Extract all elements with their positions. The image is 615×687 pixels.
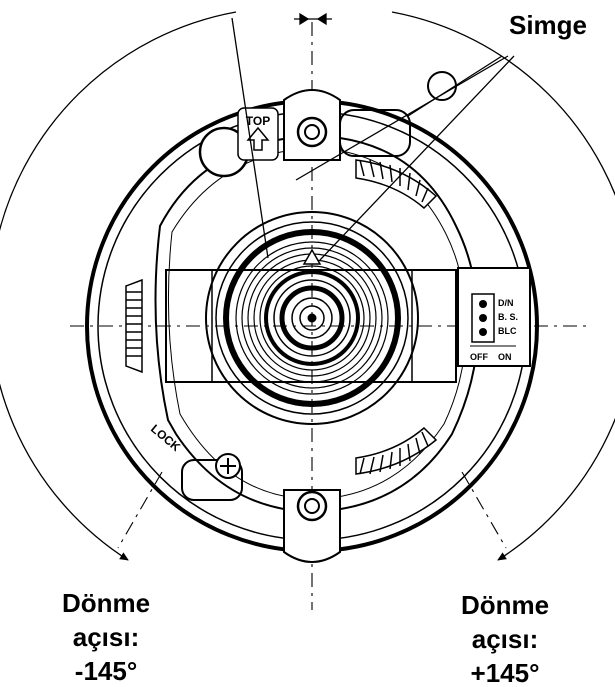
top-label: TOP — [246, 114, 270, 128]
rotation-left-line1: Dönme — [62, 588, 150, 618]
switch-panel: D/N B. S. BLC OFF ON — [457, 267, 531, 367]
lock-screw-icon — [215, 453, 241, 479]
rotation-label-right: Dönme açısı: +145° — [461, 590, 549, 687]
alignment-mark-icon — [302, 248, 322, 265]
rotation-arc-left — [0, 11, 237, 561]
rotation-label-left: Dönme açısı: -145° — [62, 588, 150, 686]
switch-label-dn: D/N — [498, 298, 514, 308]
rotation-right-line2: açısı: — [472, 624, 539, 654]
rotation-left-angle: -145° — [75, 656, 137, 686]
focus-gear-top-right — [355, 159, 438, 210]
rotation-right-angle: +145° — [471, 658, 540, 687]
lock-label: LOCK — [148, 422, 183, 455]
switch-label-on: ON — [498, 352, 512, 362]
focus-gear-bottom-right — [355, 426, 438, 475]
switch-label-bs: B. S. — [498, 312, 518, 322]
simge-label: Simge — [509, 10, 587, 40]
lens-assembly — [205, 211, 419, 425]
switch-label-blc: BLC — [498, 326, 517, 336]
switch-label-off: OFF — [470, 352, 488, 362]
focus-gear-left — [125, 278, 143, 374]
rotation-arc-right — [391, 11, 615, 561]
top-indicator: TOP — [237, 107, 279, 161]
rotation-left-line2: açısı: — [73, 622, 140, 652]
simge-leader-lines — [231, 17, 515, 261]
rotation-right-line1: Dönme — [461, 590, 549, 620]
up-arrow-icon — [246, 126, 270, 151]
center-mark-arrows — [294, 12, 332, 26]
